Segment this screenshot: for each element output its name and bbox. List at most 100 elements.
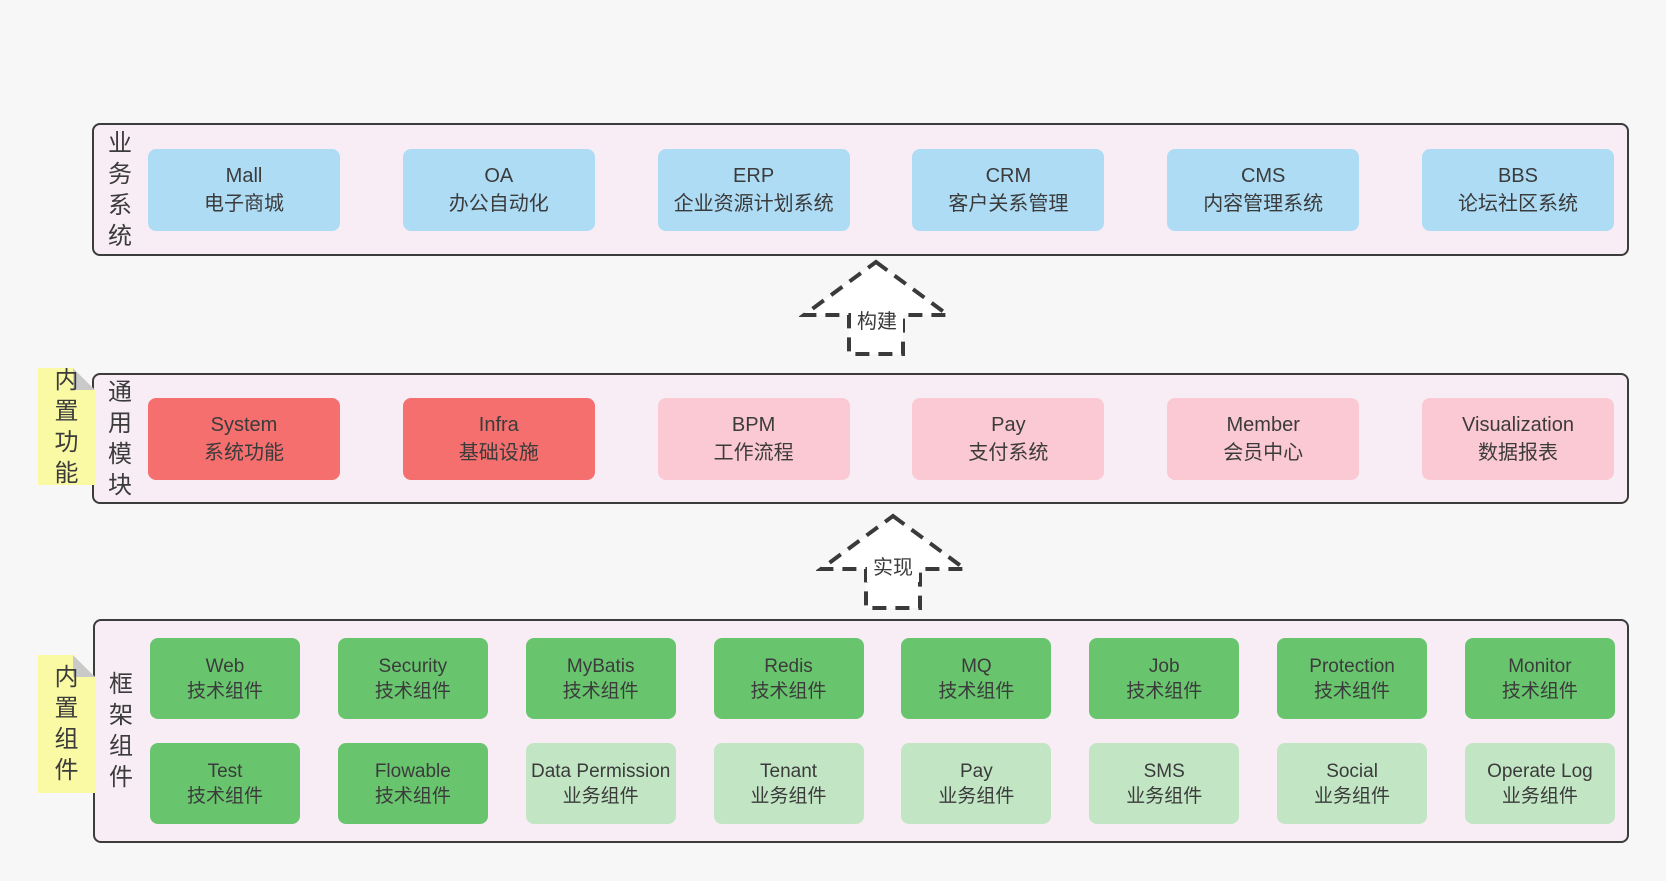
- node-subtitle: 会员中心: [1223, 441, 1304, 464]
- common-modules-label: 通用模块: [108, 378, 132, 499]
- module-node-infra: Infra 基础设施: [402, 397, 595, 480]
- node-title: System: [210, 413, 278, 436]
- node-title: Data Permission: [530, 760, 671, 782]
- business-node-mall: Mall 电子商城: [148, 148, 340, 231]
- node-subtitle: 客户关系管理: [948, 192, 1069, 215]
- node-subtitle: 技术组件: [1501, 680, 1578, 702]
- node-title: Visualization: [1462, 413, 1574, 436]
- node-subtitle: 技术组件: [186, 785, 263, 807]
- node-title: Member: [1226, 413, 1300, 436]
- component-node-sms: SMS 业务组件: [1089, 743, 1240, 824]
- node-subtitle: 技术组件: [1314, 680, 1391, 702]
- node-subtitle: 系统功能: [204, 441, 284, 464]
- business-node-bbs: BBS 论坛社区系统: [1421, 148, 1614, 231]
- framework-components-panel: 框架组件 Web 技术组件 Security 技术组件 MyBatis 技术组件…: [93, 619, 1629, 843]
- node-subtitle: 技术组件: [938, 680, 1015, 702]
- business-node-oa: OA 办公自动化: [402, 148, 595, 231]
- component-node-web: Web 技术组件: [150, 638, 300, 719]
- node-title: Pay: [960, 760, 993, 782]
- node-subtitle: 论坛社区系统: [1457, 192, 1578, 215]
- sticky-note-text: 内置功能: [54, 366, 79, 487]
- node-title: MyBatis: [566, 655, 635, 677]
- components-row-1: Web 技术组件 Security 技术组件 MyBatis 技术组件 Redi…: [150, 638, 1615, 719]
- node-subtitle: 内容管理系统: [1203, 192, 1324, 215]
- node-subtitle: 业务组件: [1501, 785, 1578, 807]
- node-subtitle: 支付系统: [968, 441, 1049, 464]
- node-subtitle: 技术组件: [374, 680, 451, 702]
- node-subtitle: 电子商城: [204, 192, 284, 215]
- framework-components-rows: Web 技术组件 Security 技术组件 MyBatis 技术组件 Redi…: [134, 621, 1627, 841]
- component-node-security: Security 技术组件: [337, 638, 488, 719]
- node-title: Redis: [764, 655, 813, 677]
- component-node-protection: Protection 技术组件: [1277, 638, 1428, 719]
- common-modules-panel: 通用模块 System 系统功能 Infra 基础设施 BPM 工作流程 Pay…: [92, 373, 1629, 504]
- node-subtitle: 数据报表: [1477, 441, 1558, 464]
- component-node-pay: Pay 业务组件: [901, 743, 1052, 824]
- node-subtitle: 基础设施: [458, 441, 539, 464]
- component-node-operate-log: Operate Log 业务组件: [1464, 743, 1615, 824]
- node-title: BPM: [731, 413, 776, 436]
- component-node-test: Test 技术组件: [150, 743, 300, 824]
- module-node-bpm: BPM 工作流程: [657, 397, 850, 480]
- node-title: Job: [1148, 655, 1180, 677]
- node-subtitle: 业务组件: [1314, 785, 1391, 807]
- component-node-data-permission: Data Permission 业务组件: [525, 743, 676, 824]
- module-node-visualization: Visualization 数据报表: [1421, 397, 1614, 480]
- node-title: Tenant: [760, 760, 818, 782]
- business-node-crm: CRM 客户关系管理: [912, 148, 1105, 231]
- node-title: MQ: [961, 655, 992, 677]
- builtin-functions-sticky-note: 内置功能: [38, 368, 95, 485]
- component-node-monitor: Monitor 技术组件: [1464, 638, 1615, 719]
- node-title: OA: [484, 164, 514, 187]
- common-modules-row: System 系统功能 Infra 基础设施 BPM 工作流程 Pay 支付系统…: [133, 375, 1627, 502]
- node-subtitle: 业务组件: [938, 785, 1015, 807]
- module-node-system: System 系统功能: [148, 397, 340, 480]
- node-title: BBS: [1497, 164, 1538, 187]
- node-title: Mall: [225, 164, 263, 187]
- module-node-member: Member 会员中心: [1167, 397, 1360, 480]
- module-node-pay: Pay 支付系统: [912, 397, 1105, 480]
- business-node-erp: ERP 企业资源计划系统: [657, 148, 850, 231]
- node-title: ERP: [733, 164, 775, 187]
- component-node-tenant: Tenant 业务组件: [713, 743, 864, 824]
- node-title: Social: [1326, 760, 1378, 782]
- node-title: Monitor: [1508, 655, 1572, 677]
- node-title: Web: [205, 655, 245, 677]
- node-subtitle: 业务组件: [1126, 785, 1203, 807]
- business-node-cms: CMS 内容管理系统: [1167, 148, 1360, 231]
- component-node-flowable: Flowable 技术组件: [337, 743, 488, 824]
- node-title: CRM: [985, 164, 1032, 187]
- builtin-components-sticky-note: 内置组件: [38, 655, 95, 793]
- node-subtitle: 工作流程: [713, 441, 794, 464]
- node-title: Test: [207, 760, 243, 782]
- implement-arrow-label: 实现: [867, 554, 919, 582]
- node-subtitle: 技术组件: [562, 680, 639, 702]
- node-subtitle: 业务组件: [750, 785, 827, 807]
- node-title: CMS: [1240, 164, 1286, 187]
- business-systems-label: 业务系统: [108, 129, 132, 250]
- node-title: Infra: [478, 413, 519, 436]
- component-node-social: Social 业务组件: [1277, 743, 1428, 824]
- business-systems-panel: 业务系统 Mall 电子商城 OA 办公自动化 ERP 企业资源计划系统 CRM…: [92, 123, 1629, 256]
- node-subtitle: 技术组件: [186, 680, 263, 702]
- node-subtitle: 业务组件: [562, 785, 639, 807]
- business-systems-row: Mall 电子商城 OA 办公自动化 ERP 企业资源计划系统 CRM 客户关系…: [133, 125, 1627, 254]
- framework-components-label: 框架组件: [109, 671, 133, 791]
- component-node-mq: MQ 技术组件: [901, 638, 1052, 719]
- node-title: Pay: [991, 413, 1026, 436]
- node-title: SMS: [1143, 760, 1185, 782]
- node-title: Protection: [1309, 655, 1395, 677]
- component-node-job: Job 技术组件: [1089, 638, 1240, 719]
- component-node-mybatis: MyBatis 技术组件: [525, 638, 676, 719]
- sticky-note-text: 内置组件: [54, 664, 79, 784]
- component-node-redis: Redis 技术组件: [713, 638, 864, 719]
- build-arrow-label: 构建: [851, 308, 903, 336]
- node-subtitle: 办公自动化: [448, 192, 549, 215]
- node-subtitle: 企业资源计划系统: [673, 192, 834, 215]
- node-title: Security: [378, 655, 448, 677]
- node-subtitle: 技术组件: [750, 680, 827, 702]
- node-title: Flowable: [374, 760, 451, 782]
- node-subtitle: 技术组件: [374, 785, 451, 807]
- node-subtitle: 技术组件: [1126, 680, 1203, 702]
- node-title: Operate Log: [1487, 760, 1593, 782]
